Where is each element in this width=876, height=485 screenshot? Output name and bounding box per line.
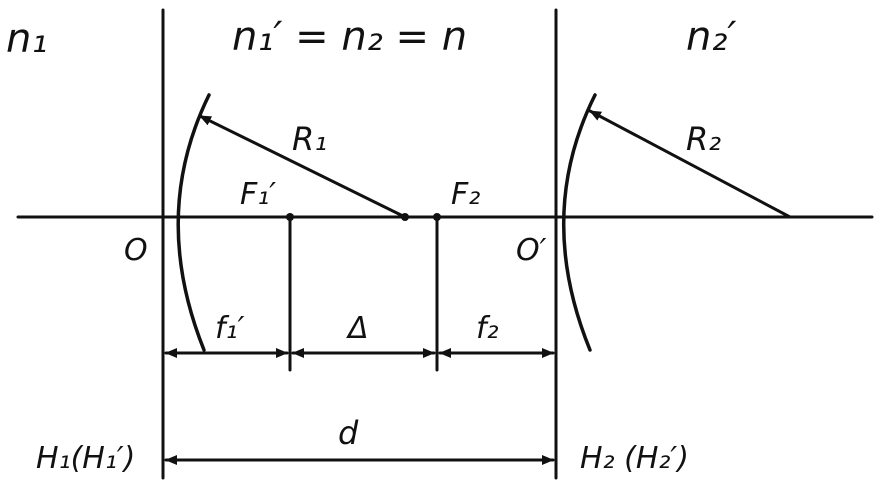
label-d: d (338, 414, 359, 452)
label-op: O′ (516, 233, 547, 268)
label-f1p-length: f₁′ (215, 311, 245, 346)
surface-2-arc (561, 93, 597, 352)
surface-1-arc (176, 93, 211, 352)
label-n1p-eq: n₁′ = n₂ = n (232, 14, 467, 60)
label-r1: R₁ (292, 120, 327, 158)
label-delta: Δ (346, 311, 369, 346)
radius-2-line (588, 109, 792, 219)
label-f2-length: f₂ (476, 311, 499, 346)
radius-1-center (401, 213, 409, 221)
label-f1p-point: F₁′ (240, 177, 276, 212)
label-n1: n₁ (6, 16, 47, 62)
label-f2-point: F₂ (451, 177, 480, 212)
radius-1-line (198, 114, 407, 219)
label-r2: R₂ (686, 120, 721, 158)
label-n2p: n₂′ (686, 14, 736, 60)
label-o: O (124, 233, 148, 268)
label-h2: H₂ (H₂′) (580, 441, 689, 476)
label-h1: H₁(H₁′) (36, 441, 135, 476)
